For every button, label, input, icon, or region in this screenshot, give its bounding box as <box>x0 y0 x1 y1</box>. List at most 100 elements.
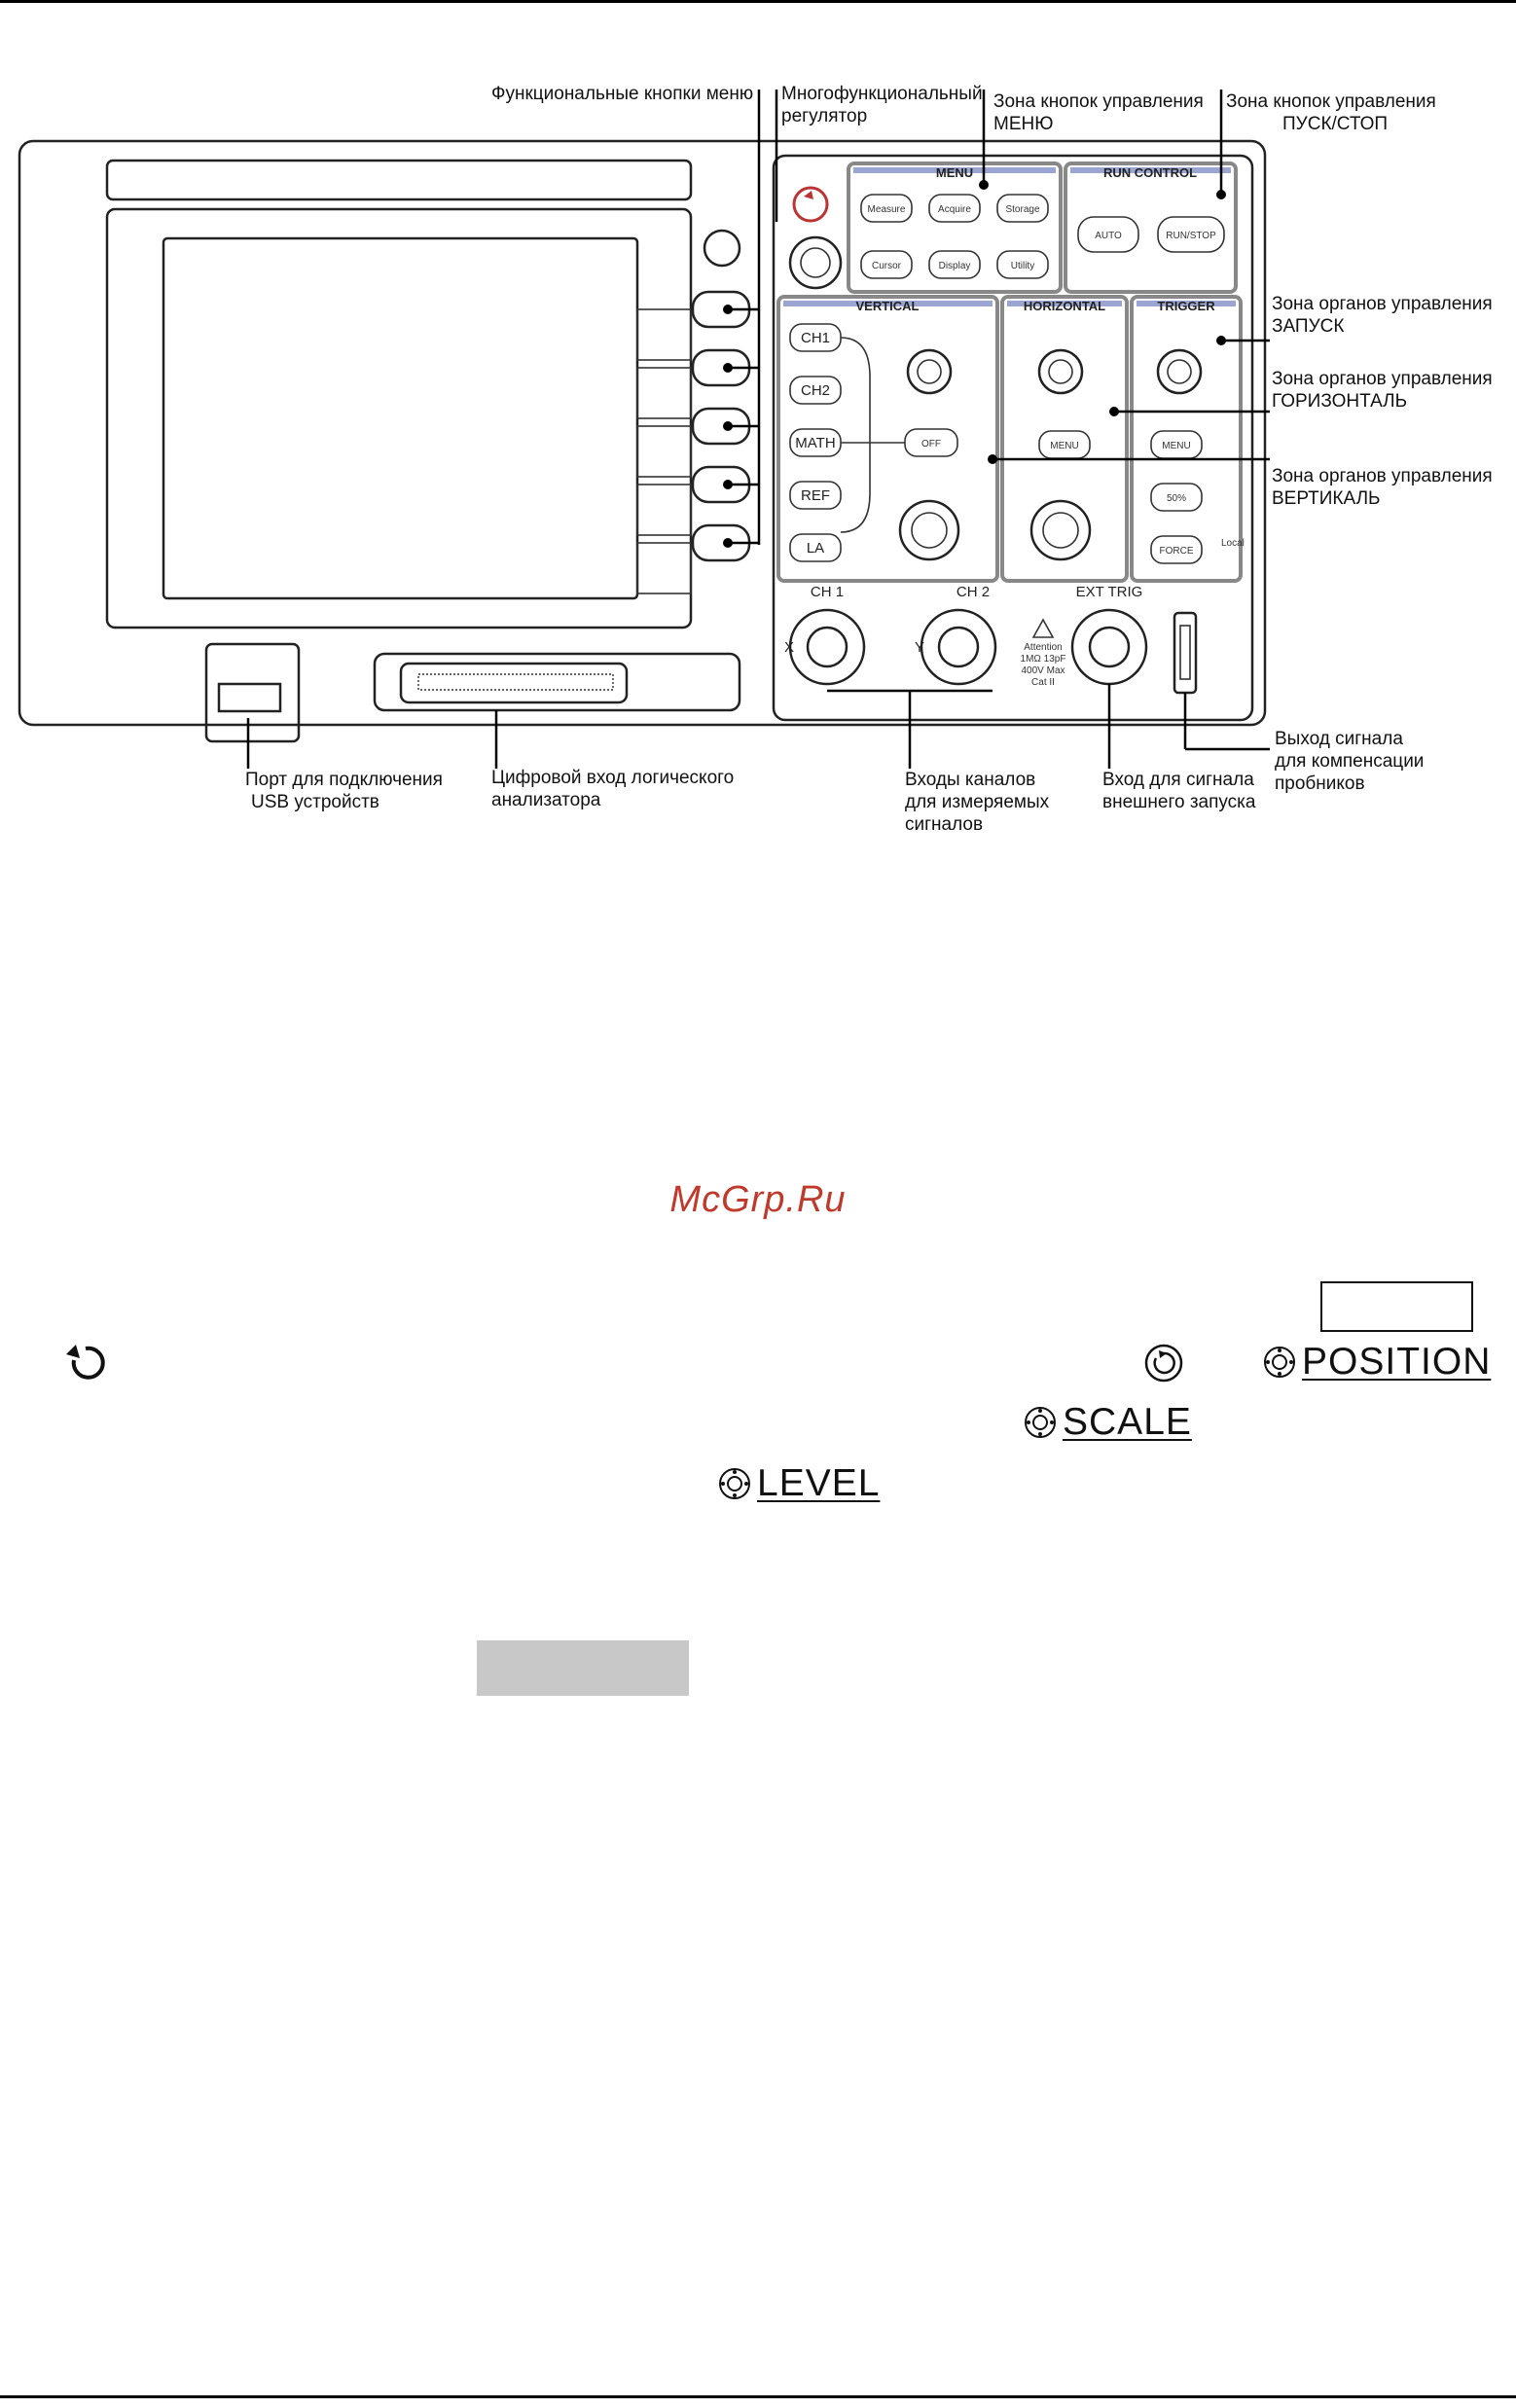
off-button[interactable] <box>904 428 958 457</box>
trigger-50-label: 50% <box>1167 493 1186 504</box>
multifunction-knob[interactable] <box>788 235 843 290</box>
cursor-button-label: Cursor <box>872 261 902 271</box>
run-control-zone-frame <box>1064 162 1238 294</box>
device-body <box>18 139 1267 727</box>
oscilloscope-front-panel-diagram: .ol { fill: none; stroke: #222; stroke-w… <box>18 84 1493 835</box>
callout-trigger-zone-2: ЗАПУСК <box>1272 316 1344 337</box>
circular-knob-icon <box>1144 1344 1183 1383</box>
callout-probe-comp-1: Выход сигнала <box>1275 729 1403 749</box>
callout-horizontal-zone-2: ГОРИЗОНТАЛЬ <box>1272 391 1407 412</box>
svg-text:1MΩ 13pF: 1MΩ 13pF <box>1021 654 1066 665</box>
channel-bracket <box>840 337 871 533</box>
ch2-input-label: CH 2 <box>957 584 990 600</box>
leader-lines <box>246 90 1270 769</box>
bnc-inputs[interactable] <box>788 608 1148 686</box>
trigger-force-label: FORCE <box>1160 546 1194 557</box>
callout-run-stop-zone-2: ПУСК/СТОП <box>1282 114 1388 134</box>
horizontal-zone-frame <box>1000 295 1129 583</box>
power-button[interactable] <box>703 229 741 268</box>
vertical-scale-knob[interactable] <box>898 499 960 561</box>
trigger-local-label: Local <box>1221 538 1245 549</box>
callout-channel-inputs-2: для измеряемых <box>905 792 1050 812</box>
knob-icon <box>1264 1347 1295 1378</box>
logic-analyzer-connector[interactable] <box>399 662 629 704</box>
trigger-buttons[interactable]: MENU 50% FORCE <box>1150 430 1203 564</box>
callout-usb-port-2: USB устройств <box>251 792 379 812</box>
ch2-button-label: CH2 <box>801 382 830 399</box>
scale-knob-label: SCALE <box>1024 1401 1192 1444</box>
svg-text:400V Max: 400V Max <box>1021 665 1065 676</box>
callout-vertical-zone-1: Зона органов управления <box>1272 466 1493 486</box>
callout-vertical-zone-2: ВЕРТИКАЛЬ <box>1272 488 1381 509</box>
callout-menu-function-buttons: Функциональные кнопки меню <box>491 84 753 104</box>
svg-text:Cat II: Cat II <box>1031 677 1055 688</box>
ch1-input-label: CH 1 <box>811 584 844 600</box>
callout-ext-trigger-2: внешнего запуска <box>1102 792 1256 812</box>
auto-button-label: AUTO <box>1095 231 1122 241</box>
callout-usb-port-1: Порт для подключения <box>245 770 443 790</box>
vertical-position-knob[interactable] <box>906 348 953 395</box>
utility-button-label: Utility <box>1011 261 1034 271</box>
knob-icon <box>719 1468 750 1499</box>
logic-analyzer-housing <box>373 652 741 712</box>
highlight-bar <box>477 1640 689 1696</box>
x-axis-label: X <box>784 639 794 656</box>
display-button-label: Display <box>939 261 971 271</box>
horizontal-scale-knob[interactable] <box>1029 499 1092 561</box>
callout-probe-comp-2: для компенсации <box>1275 751 1424 772</box>
horizontal-header: HORIZONTAL <box>1024 299 1105 313</box>
measure-button-label: Measure <box>868 204 906 215</box>
level-knob-label: LEVEL <box>718 1462 880 1505</box>
storage-button-label: Storage <box>1005 204 1039 215</box>
warning-icon: Attention 1MΩ 13pF 400V Max Cat II <box>1021 618 1066 688</box>
acquire-button-label: Acquire <box>938 204 971 215</box>
off-button-label: OFF <box>921 439 941 449</box>
position-label-text: POSITION <box>1302 1341 1492 1383</box>
callout-channel-inputs-1: Входы каналов <box>905 770 1035 790</box>
callout-trigger-zone-1: Зона органов управления <box>1272 294 1493 314</box>
horizontal-position-knob[interactable] <box>1037 348 1084 395</box>
callout-menu-zone-1: Зона кнопок управления <box>993 91 1204 112</box>
ext-trig-input-label: EXT TRIG <box>1076 584 1143 600</box>
rotate-arrow-icon <box>792 186 829 223</box>
run-control-header: RUN CONTROL <box>1103 165 1197 180</box>
knob-icon <box>1025 1407 1056 1438</box>
callout-probe-comp-3: пробников <box>1275 773 1365 794</box>
callout-channel-inputs-3: сигналов <box>905 814 983 835</box>
trigger-level-knob[interactable] <box>1156 348 1203 395</box>
trigger-zone-frame <box>1130 295 1243 583</box>
rotate-arrow-icon <box>66 1345 105 1380</box>
horizontal-menu-label: MENU <box>1050 441 1078 451</box>
top-rule <box>0 0 1516 3</box>
callout-ext-trigger-1: Вход для сигнала <box>1102 770 1254 790</box>
math-button-label: MATH <box>795 435 835 451</box>
menu-zone-frame <box>847 162 1063 294</box>
callout-multifunction-knob-1: Многофункциональный <box>781 84 983 104</box>
run-buttons[interactable]: AUTO RUN/STOP <box>1077 216 1225 253</box>
bottom-rule <box>0 2395 1516 2398</box>
lcd-screen <box>162 236 639 600</box>
callout-horizontal-zone-1: Зона органов управления <box>1272 369 1493 389</box>
svg-text:Attention: Attention <box>1024 642 1062 653</box>
la-button-label: LA <box>807 540 824 557</box>
menu-buttons[interactable]: Measure Acquire Storage Cursor Display U… <box>860 194 1049 279</box>
screen-frame <box>105 207 693 629</box>
usb-port[interactable] <box>217 682 282 713</box>
channel-buttons[interactable]: CH1 CH2 MATH REF LA <box>789 323 842 562</box>
trigger-menu-label: MENU <box>1162 441 1190 451</box>
callout-menu-zone-2: МЕНЮ <box>993 114 1053 134</box>
ref-button-label: REF <box>801 487 830 504</box>
callout-logic-analyzer-2: анализатора <box>491 790 601 810</box>
y-axis-label: Y <box>915 639 924 656</box>
menu-header: MENU <box>936 165 973 180</box>
run-stop-button-label: RUN/STOP <box>1166 231 1216 241</box>
screen-softkey-tabs <box>636 308 692 594</box>
trigger-header: TRIGGER <box>1157 299 1215 313</box>
callout-run-stop-zone-1: Зона кнопок управления <box>1226 91 1436 112</box>
ch1-button-label: CH1 <box>801 330 830 346</box>
usb-port-housing <box>204 642 301 743</box>
boxed-button-symbol <box>1320 1281 1473 1332</box>
position-knob-label: POSITION <box>1263 1341 1491 1384</box>
control-panel <box>772 154 1254 722</box>
top-display-strip <box>105 159 693 201</box>
